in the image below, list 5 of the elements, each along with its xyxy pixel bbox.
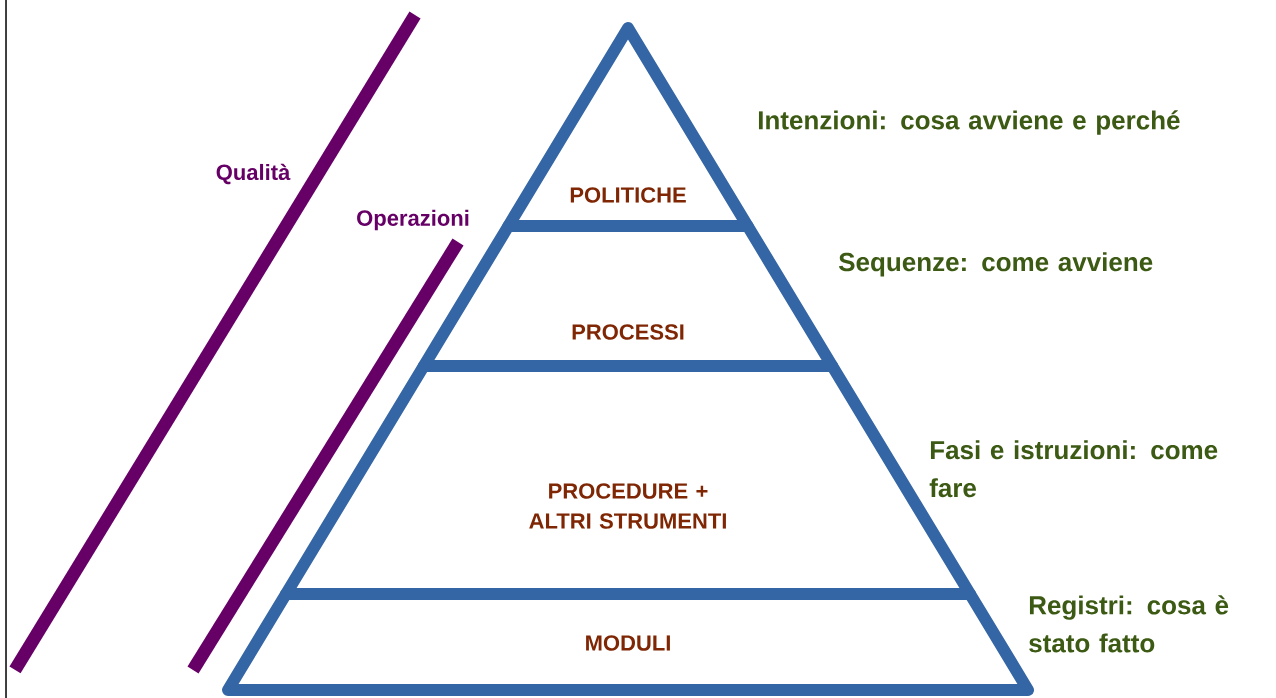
layer-description: Intenzioni: cosa avviene e perché xyxy=(758,110,1180,135)
pyramid-layer: POLITICHE xyxy=(502,22,754,232)
layer-description: Sequenze: come avviene xyxy=(838,252,1153,277)
layer-description: Fasi e istruzioni: come fare xyxy=(929,440,1218,498)
axis-label: Operazioni xyxy=(355,208,471,232)
